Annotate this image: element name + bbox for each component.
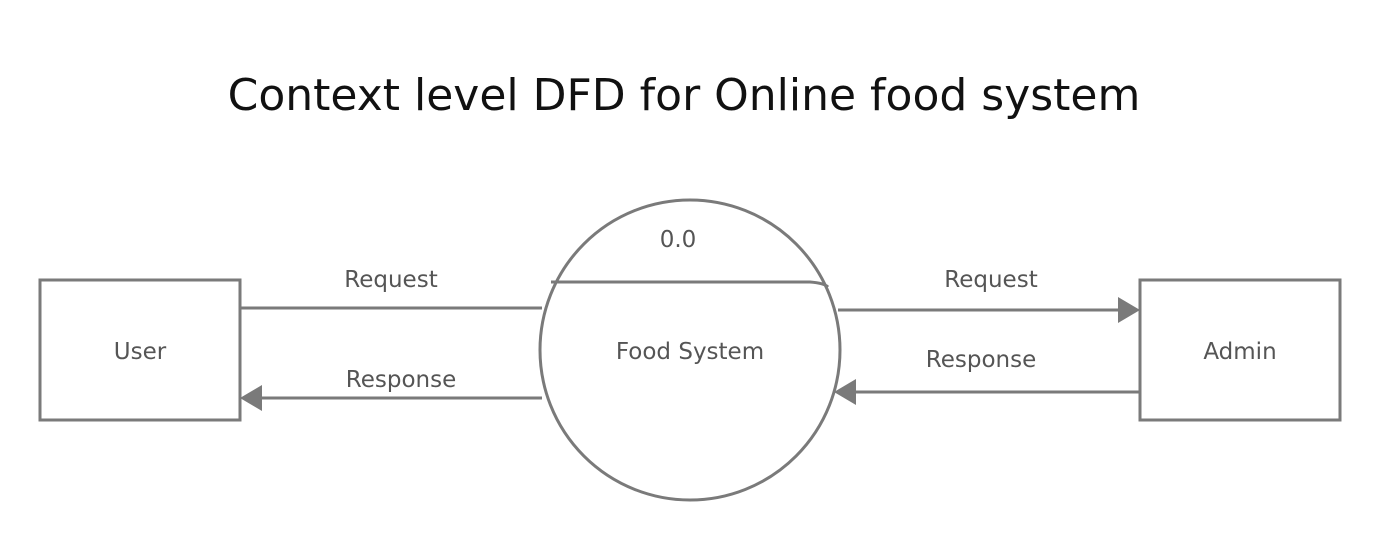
process-name: Food System: [616, 339, 764, 365]
flow-admin-response[interactable]: Response: [834, 347, 1139, 405]
entity-admin[interactable]: Admin: [1138, 278, 1342, 422]
flow-admin-request[interactable]: Request: [838, 267, 1140, 323]
entity-admin-box: [1138, 278, 1342, 422]
flow-user-response-arrowhead: [240, 385, 262, 411]
process-number: 0.0: [660, 227, 697, 253]
flow-user-response-label: Response: [346, 367, 456, 393]
flow-admin-response-label: Response: [926, 347, 1036, 373]
flow-admin-request-arrowhead: [1118, 297, 1140, 323]
process-circle: [538, 198, 842, 502]
flow-user-response[interactable]: Response: [240, 367, 542, 411]
diagram-title: Context level DFD for Online food system: [228, 70, 1141, 121]
entity-user-label: User: [114, 339, 167, 365]
entity-user-box: [38, 278, 242, 422]
flow-user-request-label: Request: [344, 267, 437, 293]
flow-admin-request-label: Request: [944, 267, 1037, 293]
entity-admin-label: Admin: [1203, 339, 1276, 365]
entity-user[interactable]: User: [38, 278, 242, 422]
flow-user-request[interactable]: Request: [241, 267, 542, 310]
process-food-system[interactable]: 0.0 Food System: [538, 198, 842, 502]
flow-admin-response-arrowhead: [834, 379, 856, 405]
process-divider: [551, 280, 830, 289]
